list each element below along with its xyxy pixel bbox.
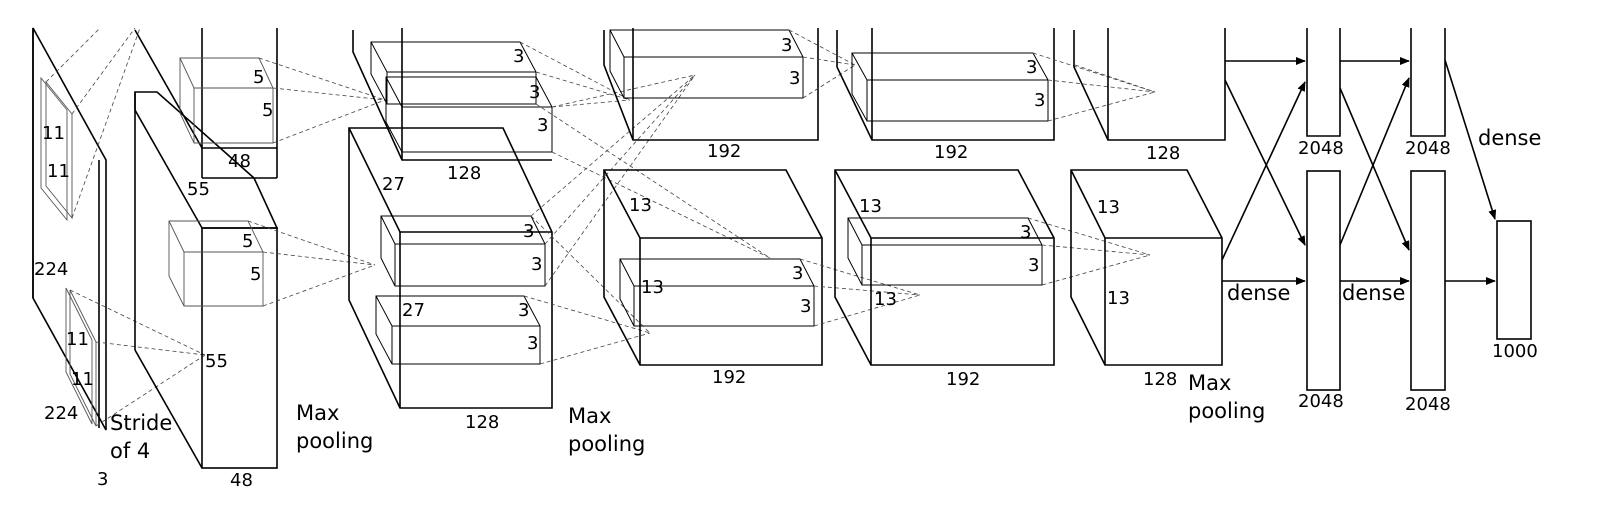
- pool3-label: pooling: [1188, 399, 1265, 423]
- conv4-size-label: 13: [874, 289, 897, 310]
- input-kernel-label: 11: [71, 369, 94, 390]
- input-conv1-connections: [45, 27, 206, 427]
- input-kernel-label: 11: [66, 329, 89, 350]
- conv4-conv5-connections: [1027, 52, 1156, 286]
- conv2-kernel-label: 3: [531, 254, 542, 275]
- conv4-depth-label: 192: [946, 369, 980, 390]
- conv1-kernel-label: 5: [262, 100, 273, 121]
- conv4-depth-label: 192: [934, 142, 968, 163]
- pool2-label: pooling: [568, 432, 645, 456]
- conv1-size-label: 55: [187, 179, 210, 200]
- conv2-kernel-label: 3: [527, 333, 538, 354]
- dense-connection-arrows: [1221, 57, 1497, 285]
- conv3-kernel-label: 3: [800, 296, 811, 317]
- conv2-depth-label: 128: [447, 163, 481, 184]
- input-width-label: 224: [44, 403, 78, 424]
- conv2-kernels-top: [370, 41, 553, 153]
- conv5-depth-label: 128: [1146, 143, 1180, 164]
- conv3-size-label: 13: [641, 277, 664, 298]
- conv4-kernel-bottom: [847, 217, 1043, 286]
- conv4-kernel-label: 3: [1028, 255, 1039, 276]
- conv2-kernel-label: 3: [529, 82, 540, 103]
- conv2-kernel-label: 3: [537, 115, 548, 136]
- conv1-depth-label: 48: [228, 151, 251, 172]
- conv4-kernel-top: [851, 52, 1049, 122]
- conv3-top-volume: [603, 28, 819, 141]
- conv2-bottom-volume: [348, 127, 553, 409]
- fc6-size-label: 2048: [1298, 391, 1344, 412]
- conv3-kernel-label: 3: [781, 35, 792, 56]
- pool1-label: pooling: [296, 429, 373, 453]
- fc6-top-layer: [1306, 28, 1341, 137]
- dense-label: dense: [1478, 126, 1541, 150]
- conv3-depth-label: 192: [707, 141, 741, 162]
- input-height-label: 224: [34, 259, 68, 280]
- input-depth-label: 3: [97, 469, 108, 490]
- conv1-bottom-volume: [134, 91, 279, 469]
- stride-label: of 4: [110, 439, 150, 463]
- conv1-depth-label: 48: [230, 470, 253, 491]
- dense-label: dense: [1342, 281, 1405, 305]
- conv4-kernel-label: 3: [1034, 90, 1045, 111]
- fc7-size-label: 2048: [1405, 394, 1451, 415]
- input-kernel-label: 11: [47, 161, 70, 182]
- input-kernel-top: [40, 76, 73, 222]
- conv3-kernel-top: [609, 29, 804, 99]
- conv4-kernel-label: 3: [1020, 222, 1031, 243]
- fc6-size-label: 2048: [1298, 138, 1344, 159]
- conv3-size-label: 13: [629, 195, 652, 216]
- conv1-kernel-label: 5: [253, 67, 264, 88]
- conv3-kernel-label: 3: [792, 263, 803, 284]
- conv2-size-label: 27: [402, 300, 425, 321]
- fc7-top-layer: [1410, 28, 1446, 137]
- conv1-conv2-connections: [247, 57, 386, 307]
- conv2-kernel-label: 3: [518, 300, 529, 321]
- conv5-size-label: 13: [1107, 288, 1130, 309]
- conv3-conv4-connections: [788, 29, 921, 327]
- conv5-depth-label: 128: [1143, 369, 1177, 390]
- fc7-size-label: 2048: [1405, 138, 1451, 159]
- pool2-label: Max: [568, 404, 611, 428]
- conv3-kernel-label: 3: [789, 68, 800, 89]
- conv2-kernel-label: 3: [513, 46, 524, 67]
- conv4-top-volume: [836, 28, 1055, 141]
- pool1-label: Max: [296, 401, 339, 425]
- conv5-bottom-volume: [1070, 169, 1223, 366]
- conv1-top-volume: [134, 28, 278, 179]
- output-layer: [1496, 220, 1532, 340]
- conv3-depth-label: 192: [712, 367, 746, 388]
- conv2-kernel-label: 3: [523, 221, 534, 242]
- conv2-size-label: 27: [382, 174, 405, 195]
- output-size-label: 1000: [1492, 341, 1538, 362]
- dense-label: dense: [1227, 281, 1290, 305]
- conv5-size-label: 13: [1097, 197, 1120, 218]
- conv1-kernel-label: 5: [242, 231, 253, 252]
- conv4-bottom-volume: [834, 169, 1055, 366]
- input-kernel-label: 11: [42, 123, 65, 144]
- conv4-size-label: 13: [859, 196, 882, 217]
- conv5-top-volume: [1073, 28, 1226, 141]
- conv2-kernels-bottom: [375, 215, 546, 365]
- input-image-volume: [32, 27, 107, 431]
- pool3-label: Max: [1188, 371, 1231, 395]
- fc6-bottom-layer: [1306, 170, 1341, 391]
- conv1-size-label: 55: [205, 351, 228, 372]
- conv2-conv3-connections: [519, 41, 771, 365]
- conv2-depth-label: 128: [465, 412, 499, 433]
- conv1-kernel-label: 5: [250, 264, 261, 285]
- fc7-bottom-layer: [1410, 170, 1446, 391]
- stride-label: Stride: [110, 411, 172, 435]
- conv4-kernel-label: 3: [1026, 57, 1037, 78]
